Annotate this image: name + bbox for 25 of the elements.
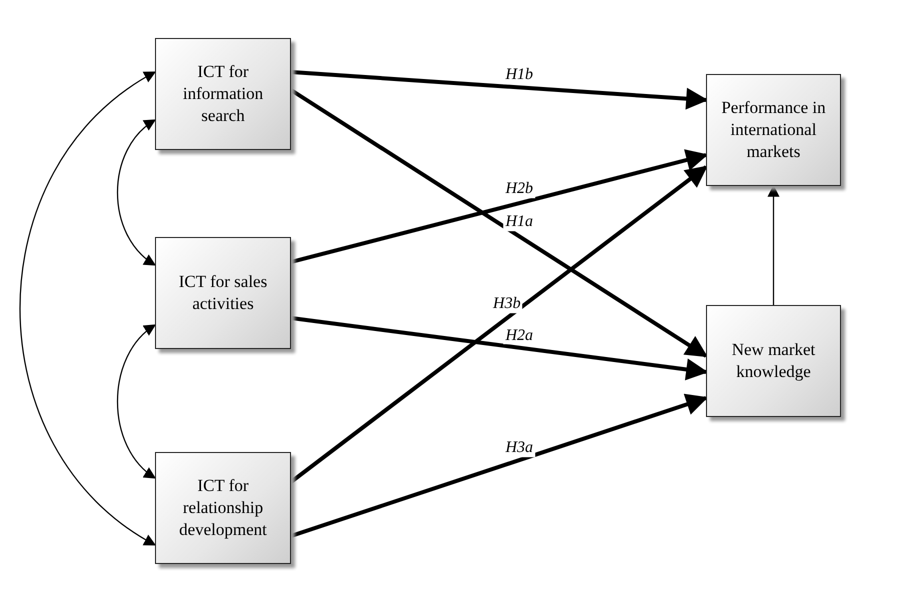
construct-box (155, 237, 291, 349)
edge-label: H2a (503, 326, 536, 344)
construct-label: ICT for sales activities (178, 270, 268, 315)
arrow (290, 394, 708, 538)
edge-label: H2b (503, 180, 536, 198)
double-headed-curved-arrow (116, 324, 156, 479)
construct-label: New market knowledge (730, 338, 816, 383)
double-headed-curved-arrow (20, 71, 156, 546)
construct-box (155, 38, 291, 150)
construct-label: ICT for information search (182, 60, 264, 128)
arrow (290, 70, 708, 110)
construct-box (706, 305, 841, 417)
construct-box (706, 74, 841, 186)
arrow (290, 165, 708, 484)
construct-label: ICT for relationship development (178, 474, 268, 542)
arrow (290, 316, 708, 380)
edge-label: H3b (491, 295, 523, 313)
edge-label: H1a (503, 214, 536, 232)
construct-label: Performance in international markets (720, 96, 827, 164)
arrow (768, 184, 780, 305)
arrow (290, 88, 708, 358)
construct-box (155, 452, 291, 564)
edge-label: H3a (503, 439, 536, 457)
arrow (290, 149, 708, 264)
double-headed-curved-arrow (116, 119, 156, 266)
